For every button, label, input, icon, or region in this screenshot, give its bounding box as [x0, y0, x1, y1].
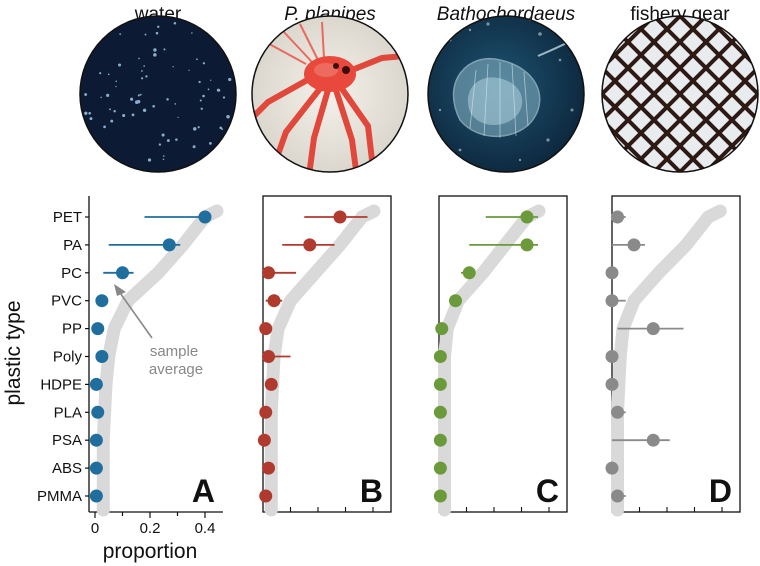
x-tick-labels: 0 0.2 0.4 — [91, 520, 216, 537]
panel-letter: D — [709, 473, 732, 509]
point-hdpe — [433, 377, 447, 391]
point-pa — [627, 238, 641, 252]
photo-larvacean — [428, 16, 584, 172]
point-hdpe — [264, 377, 278, 391]
sample-average-curve — [611, 204, 727, 517]
category-label-pp: PP — [62, 321, 82, 338]
point-hdpe — [605, 377, 619, 391]
point-abs — [605, 461, 619, 475]
category-label-pc: PC — [61, 265, 82, 282]
category-label-pa: PA — [63, 237, 82, 254]
point-pc — [462, 266, 476, 280]
category-label-psa: PSA — [52, 432, 82, 449]
point-psa — [646, 433, 660, 447]
panel-b: B — [257, 195, 392, 517]
point-hdpe — [89, 377, 103, 391]
point-pvc — [605, 294, 619, 308]
plot-panels: A B C D — [85, 195, 741, 518]
x-tick-label: 0 — [91, 520, 99, 537]
point-pmma — [89, 489, 103, 503]
photo-water — [80, 16, 236, 172]
panel-d: D — [605, 195, 741, 517]
category-label-pmma: PMMA — [37, 488, 82, 505]
point-poly — [95, 350, 109, 363]
point-psa — [257, 433, 271, 447]
category-label-pvc: PVC — [51, 293, 82, 310]
x-axis-title: proportion — [103, 540, 198, 563]
x-tick-label: 0.2 — [140, 520, 161, 537]
point-pa — [303, 238, 317, 252]
panel-a: A — [85, 196, 224, 518]
point-abs — [262, 461, 275, 475]
point-pvc — [267, 294, 281, 308]
point-pc — [262, 266, 275, 280]
point-pp — [435, 322, 449, 336]
point-abs — [89, 461, 103, 475]
sample-average-annotation: sample average — [114, 284, 203, 378]
point-pa — [162, 238, 176, 252]
sample-average-curve — [96, 204, 224, 517]
panel-frame — [262, 195, 392, 513]
point-pa — [520, 238, 534, 252]
point-pet — [611, 210, 624, 224]
panel-letter: C — [536, 473, 559, 509]
category-label-hdpe: HDPE — [40, 376, 82, 393]
point-pp — [646, 322, 660, 336]
panel-letter: A — [192, 473, 215, 509]
x-tick-label: 0.4 — [195, 520, 216, 537]
panel-c: C — [433, 195, 568, 517]
point-pmma — [259, 489, 273, 503]
y-axis-title: plastic type — [2, 300, 25, 405]
point-pmma — [433, 489, 447, 503]
point-poly — [262, 350, 275, 363]
point-pvc — [95, 294, 109, 308]
photo-fishing-net — [602, 16, 758, 172]
photo-crab — [252, 16, 408, 172]
point-psa — [89, 433, 103, 447]
point-pla — [259, 405, 273, 419]
point-abs — [433, 461, 447, 475]
sample-average-curve — [438, 204, 546, 517]
annotation-line1: sample — [150, 343, 198, 360]
point-pla — [91, 405, 105, 419]
point-psa — [433, 433, 447, 447]
point-pvc — [449, 294, 462, 308]
point-pc — [116, 266, 129, 280]
point-pp — [259, 322, 273, 336]
category-label-pla: PLA — [54, 404, 82, 421]
point-poly — [433, 350, 447, 363]
category-label-poly: Poly — [53, 349, 83, 366]
point-pla — [611, 405, 624, 419]
point-pla — [433, 405, 447, 419]
point-pp — [91, 322, 105, 336]
annotation-line2: average — [149, 361, 203, 378]
panel-title-c: Bathochordaeus — [437, 4, 576, 25]
panel-letter: B — [360, 473, 383, 509]
point-pmma — [611, 489, 624, 503]
point-pet — [520, 210, 534, 224]
category-label-pet: PET — [53, 209, 82, 226]
sample-average-curve — [264, 204, 381, 517]
point-pc — [605, 266, 619, 280]
point-poly — [605, 350, 619, 363]
category-label-abs: ABS — [52, 460, 82, 477]
point-pet — [333, 210, 347, 224]
point-pet — [198, 210, 212, 224]
